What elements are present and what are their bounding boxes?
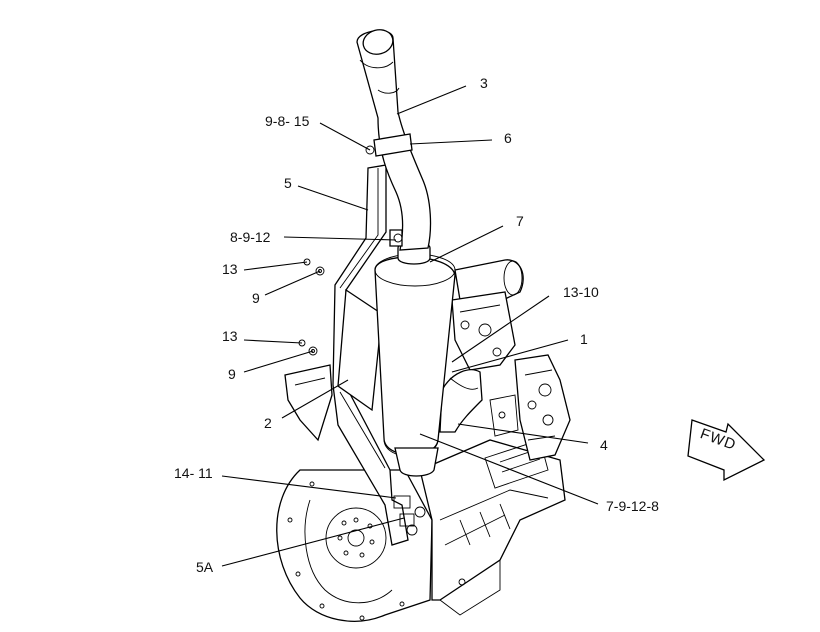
forward-direction-arrow: FWD [687, 419, 766, 482]
callout-5A: 5A [196, 559, 214, 575]
mounting-bracket [332, 164, 426, 546]
callout-13-10: 13-10 [563, 284, 599, 300]
callout-3: 3 [480, 75, 488, 91]
callout-13-lower: 13 [222, 328, 238, 344]
leader-lines [221, 85, 599, 567]
callout-13-upper: 13 [222, 261, 238, 277]
callout-5: 5 [284, 175, 292, 191]
callout-4: 4 [600, 437, 608, 453]
callout-1: 1 [580, 331, 588, 347]
exhaust-elbow [439, 369, 483, 433]
callout-9-8-15: 9-8- 15 [265, 113, 310, 129]
heat-shield [337, 288, 383, 412]
callout-14-11: 14- 11 [174, 465, 213, 481]
muffler [374, 241, 456, 477]
callout-6: 6 [504, 130, 512, 146]
fasteners [298, 258, 325, 356]
callout-8-9-12: 8-9-12 [230, 229, 271, 245]
callout-7: 7 [516, 213, 524, 229]
callout-9-upper: 9 [252, 290, 260, 306]
callout-9-lower: 9 [228, 366, 236, 382]
callout-2: 2 [264, 415, 272, 431]
exhaust-stack [356, 29, 432, 251]
callout-labels: 3 9-8- 15 6 5 7 8-9-12 13 9 13-10 13 1 9… [174, 75, 659, 575]
callout-7-9-12-8: 7-9-12-8 [606, 498, 659, 514]
